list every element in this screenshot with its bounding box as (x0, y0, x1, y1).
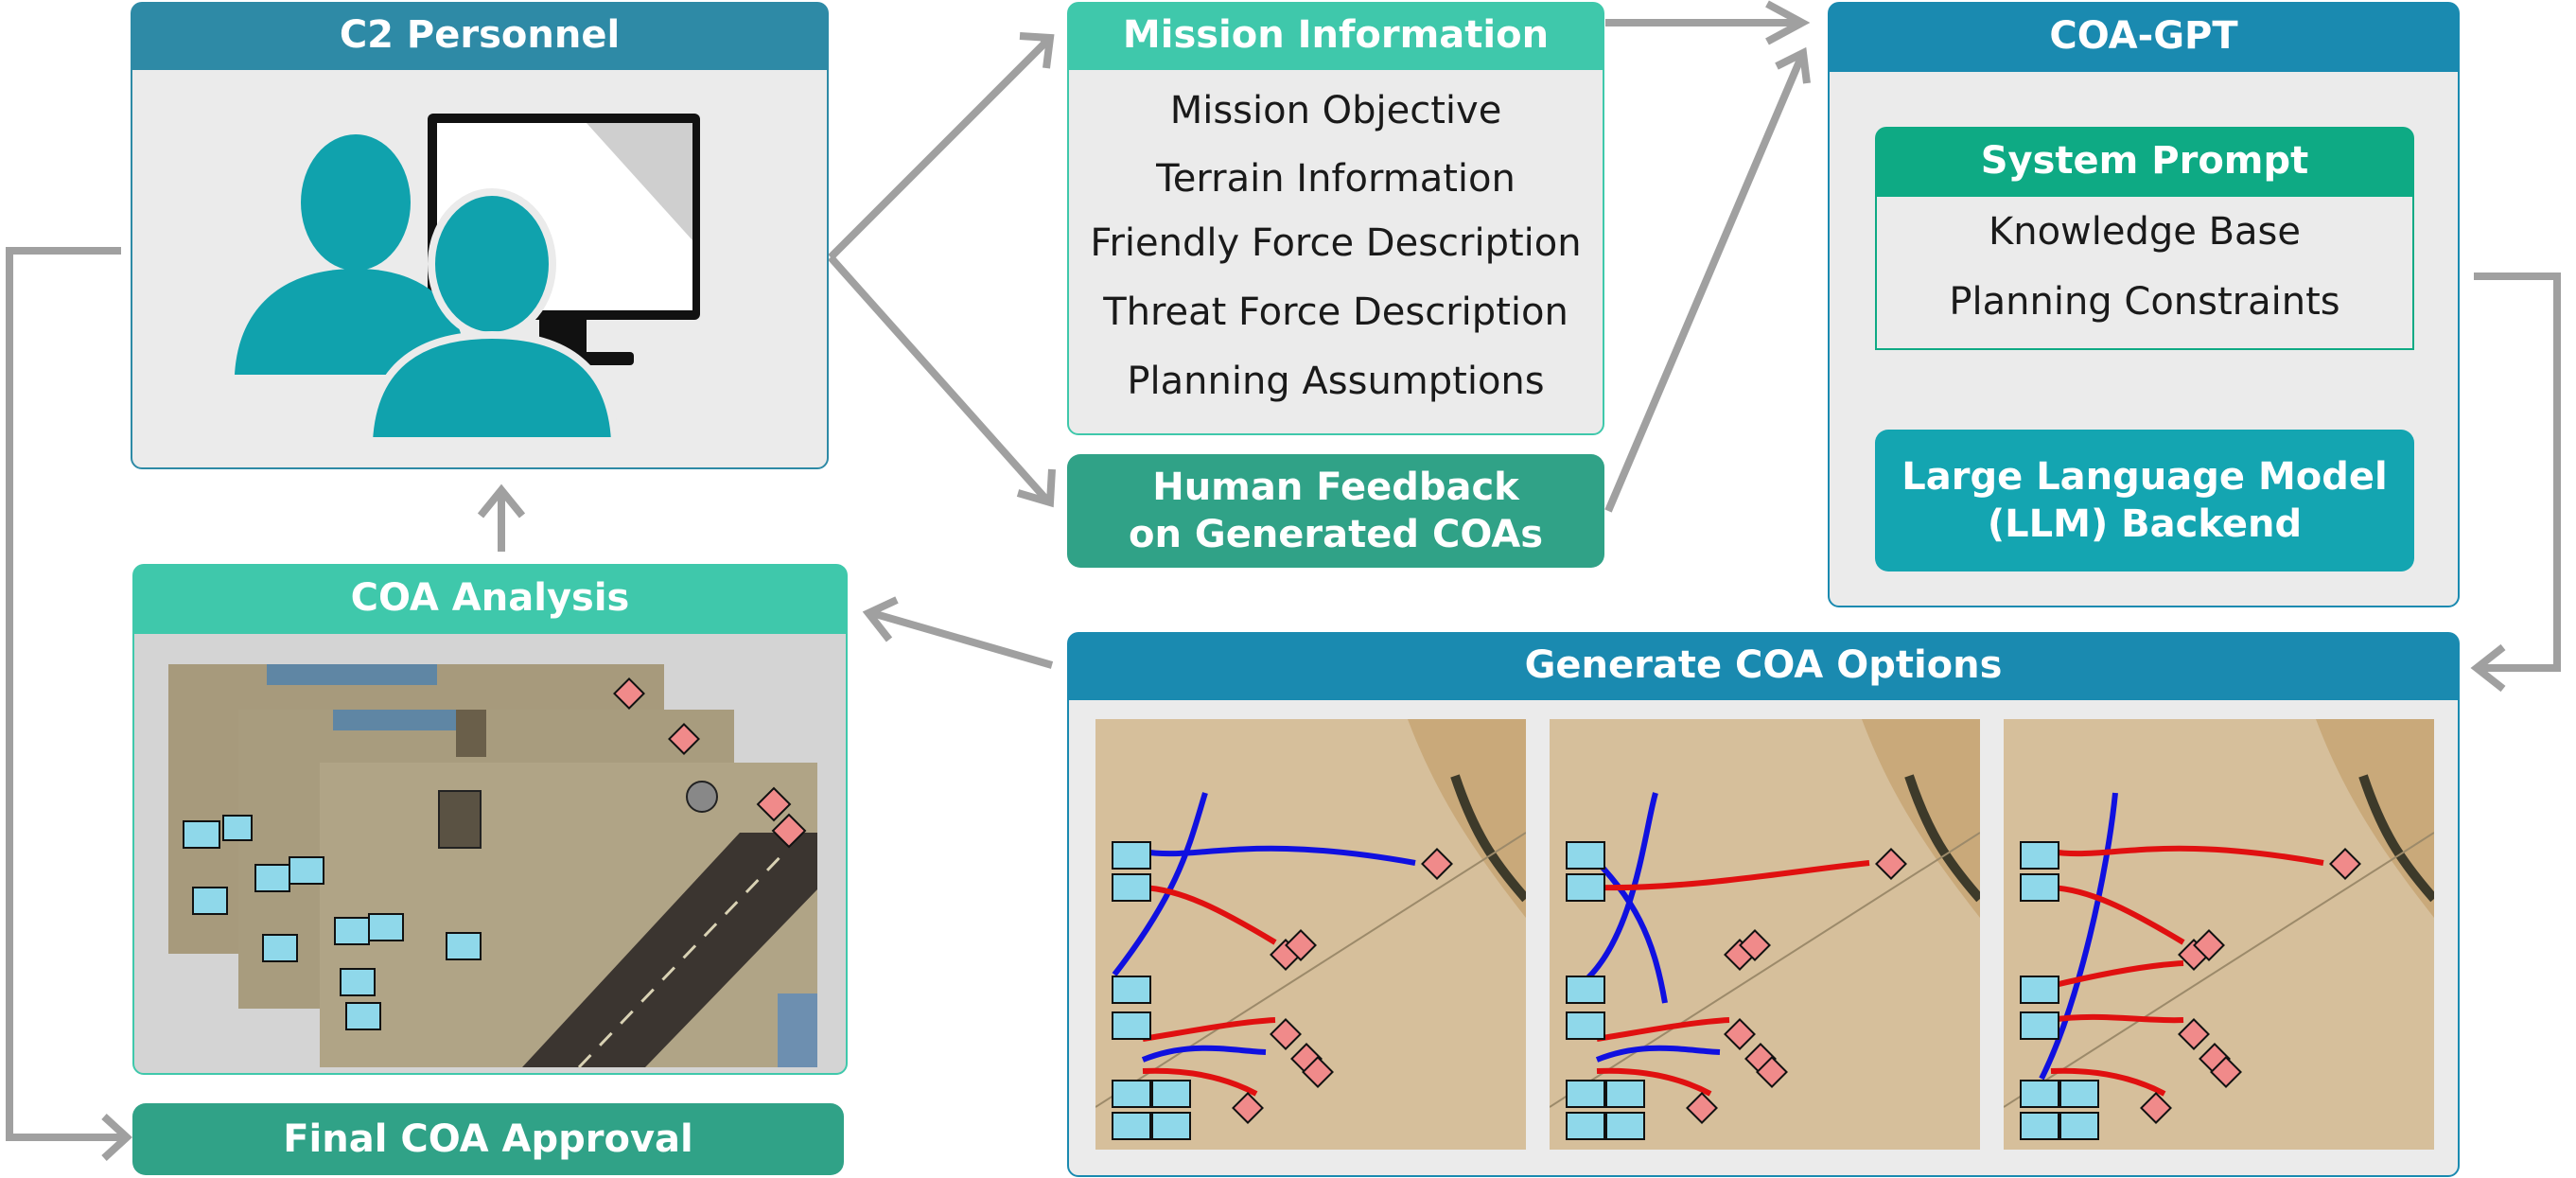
map2-red-units (1686, 848, 1907, 1124)
arrowhead-coagpt-top (1765, 0, 1811, 45)
generate-coa-panel (1067, 698, 2460, 1177)
map2-red-arrows (1596, 860, 1870, 1097)
c2-personnel-header: C2 Personnel (131, 2, 829, 68)
system-prompt-panel: Knowledge Base Planning Constraints (1875, 195, 2414, 350)
coa-gpt-header: COA-GPT (1828, 2, 2460, 70)
coa-analysis-header: COA Analysis (132, 564, 848, 632)
c2-personnel-panel (131, 68, 829, 469)
person-icon-back (235, 134, 464, 375)
arrowhead-generate (2470, 643, 2506, 693)
mission-item-assumptions: Planning Assumptions (1127, 360, 1545, 403)
coa-analysis-screens (168, 664, 817, 1069)
coa-option-map-3 (2004, 719, 2434, 1150)
map1-red-arrows (1142, 885, 1277, 1097)
final-coa-approval-box: Final COA Approval (132, 1103, 844, 1175)
c2-personnel-title: C2 Personnel (339, 13, 621, 57)
human-feedback-box: Human Feedback on Generated COAs (1067, 454, 1604, 568)
arrow-coagpt-to-generate (2474, 273, 2561, 672)
arrow-feedback-to-coagpt (1604, 53, 1806, 513)
arrowhead-final (101, 1114, 132, 1161)
map3-red-units (2140, 848, 2361, 1124)
coa-gpt-title: COA-GPT (2049, 14, 2238, 58)
arrowhead-analysis (862, 596, 899, 642)
map1-blue-units (1112, 841, 1191, 1140)
llm-backend-box: Large Language Model (LLM) Backend (1875, 430, 2414, 571)
arrowhead-mission (1019, 32, 1055, 69)
llm-backend-line1: Large Language Model (1901, 455, 2388, 499)
map1-blue-arrows (1112, 792, 1416, 1063)
mission-info-panel: Mission Objective Terrain Information Fr… (1067, 68, 1604, 435)
llm-backend-line2: (LLM) Backend (1987, 502, 2303, 546)
mission-info-header: Mission Information (1067, 2, 1604, 68)
coa-option-map-2 (1550, 719, 1980, 1150)
c2-personnel-illustration (235, 114, 700, 445)
arrowhead-c2 (477, 484, 526, 519)
arrow-c2-to-feedback (828, 255, 1051, 504)
mission-item-objective: Mission Objective (1169, 89, 1502, 132)
human-feedback-line2: on Generated COAs (1128, 513, 1544, 556)
arrowhead-feedback (1016, 468, 1056, 508)
map2-blue-units (1566, 841, 1645, 1140)
coa-gpt-panel: System Prompt Knowledge Base Planning Co… (1828, 70, 2460, 607)
arrow-generate-to-analysis (870, 609, 1054, 669)
coa-analysis-title: COA Analysis (350, 576, 630, 620)
mission-item-threat-force: Threat Force Description (1103, 290, 1568, 334)
human-feedback-line1: Human Feedback (1152, 466, 1519, 509)
map3-blue-units (2020, 841, 2099, 1140)
mission-item-terrain: Terrain Information (1156, 157, 1516, 201)
coa-option-map-1 (1095, 719, 1526, 1150)
system-prompt-header: System Prompt (1875, 127, 2414, 195)
map1-red-units (1232, 848, 1453, 1124)
arrow-c2-to-final (6, 247, 123, 1141)
mission-info-title: Mission Information (1122, 13, 1550, 57)
generate-coa-header: Generate COA Options (1067, 632, 2460, 698)
system-prompt-planning-constraints: Planning Constraints (1949, 280, 2340, 324)
analysis-blue-units (183, 815, 482, 1030)
monitor-icon (428, 114, 700, 365)
map3-red-arrows (2050, 845, 2324, 1097)
final-coa-approval-title: Final COA Approval (283, 1117, 693, 1161)
mission-item-friendly-force: Friendly Force Description (1090, 221, 1582, 265)
map3-blue-arrows (2039, 792, 2118, 1081)
person-icon-front (364, 188, 620, 445)
generate-coa-title: Generate COA Options (1524, 643, 2003, 687)
system-prompt-knowledge-base: Knowledge Base (1989, 210, 2301, 254)
coa-analysis-panel (132, 632, 848, 1075)
analysis-red-units (613, 677, 807, 849)
system-prompt-title: System Prompt (1980, 139, 2309, 183)
arrowhead-coagpt-feedback (1775, 46, 1811, 84)
arrow-c2-to-mission (828, 37, 1051, 260)
